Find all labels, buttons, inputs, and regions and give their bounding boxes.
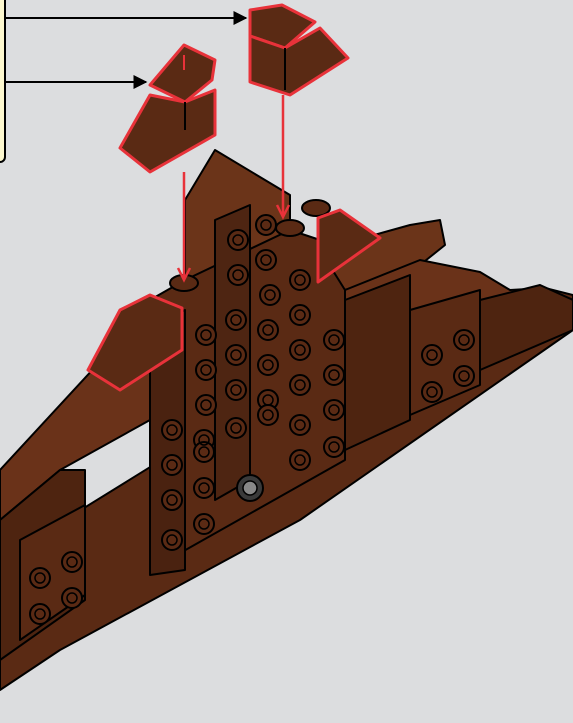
stud bbox=[162, 420, 182, 440]
stud bbox=[196, 325, 216, 345]
stud bbox=[162, 490, 182, 510]
stud bbox=[30, 568, 50, 588]
stud bbox=[258, 355, 278, 375]
stud bbox=[422, 382, 442, 402]
stud bbox=[228, 230, 248, 250]
stud bbox=[290, 450, 310, 470]
stud bbox=[290, 415, 310, 435]
stud bbox=[256, 215, 276, 235]
stud bbox=[226, 380, 246, 400]
stud bbox=[62, 588, 82, 608]
stud bbox=[290, 305, 310, 325]
stud bbox=[62, 552, 82, 572]
stud bbox=[196, 395, 216, 415]
stud bbox=[290, 340, 310, 360]
stud bbox=[324, 365, 344, 385]
stud bbox=[324, 437, 344, 457]
stud bbox=[194, 478, 214, 498]
stud bbox=[454, 366, 474, 386]
technic-pin-hole bbox=[237, 475, 263, 501]
stud bbox=[194, 514, 214, 534]
stud bbox=[30, 604, 50, 624]
stud bbox=[260, 285, 280, 305]
stud bbox=[162, 455, 182, 475]
stud bbox=[258, 320, 278, 340]
stud bbox=[162, 530, 182, 550]
stud bbox=[228, 265, 248, 285]
stud bbox=[290, 375, 310, 395]
stud bbox=[454, 330, 474, 350]
stud bbox=[422, 345, 442, 365]
stud bbox=[324, 330, 344, 350]
stud bbox=[324, 400, 344, 420]
stud bbox=[196, 360, 216, 380]
right-wing-block bbox=[345, 275, 410, 450]
stud bbox=[226, 345, 246, 365]
stud bbox=[256, 250, 276, 270]
stud bbox=[290, 270, 310, 290]
stud bbox=[258, 405, 278, 425]
stud bbox=[226, 310, 246, 330]
stud bbox=[226, 418, 246, 438]
new-slope-brick-floating-1b bbox=[120, 90, 215, 172]
